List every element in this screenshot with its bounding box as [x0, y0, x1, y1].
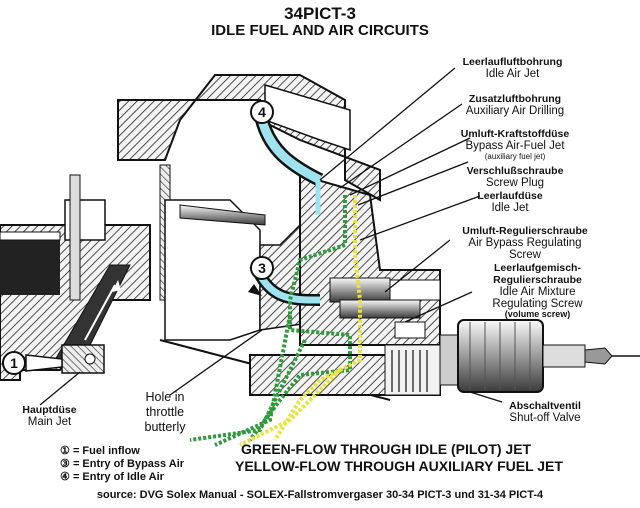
leader-lines	[39, 67, 503, 406]
idle-body	[249, 173, 441, 396]
label-main-jet-de: Hauptdüse	[22, 404, 77, 416]
label-mixture-screw-note: (volume screw)	[504, 309, 571, 319]
diagram-subtitle: IDLE FUEL AND AIR CIRCUITS	[211, 22, 429, 39]
label-throttle-hole: Hole in throttle butterly	[130, 390, 200, 435]
float-bowl	[0, 174, 151, 381]
legend: ① = Fuel inflow ③ = Entry of Bypass Air …	[60, 445, 240, 484]
marker-3-label: 3	[258, 260, 266, 276]
legend-num-4: ④	[60, 471, 70, 483]
label-bypass-fuel-note: (auxiliary fuel jet)	[484, 152, 546, 161]
label-mixture-screw: Leerlaufgemisch- Regulierschraube Idle A…	[465, 262, 610, 319]
label-screw-plug-de: Verschlußschraube	[466, 165, 564, 177]
label-cutoff-en: Shut-off Valve	[509, 412, 581, 424]
label-aux-air-de: Zusatzluftbohrung	[468, 93, 562, 105]
label-aux-air: Zusatzluftbohrung Auxiliary Air Drilling	[455, 93, 575, 117]
label-main-jet-en: Main Jet	[27, 416, 72, 428]
legend-text-1: = Fuel inflow	[72, 445, 140, 457]
green-flow	[189, 195, 352, 447]
label-idle-air-jet-de: Leerlaufluftbohrung	[462, 56, 563, 68]
marker-4	[250, 100, 274, 124]
label-idle-jet-de: Leerlaufdüse	[477, 190, 543, 202]
green-flow-caption: GREEN-FLOW THROUGH IDLE (PILOT) JET	[241, 441, 532, 457]
label-main-jet: Hauptdüse Main Jet	[12, 404, 87, 428]
label-throttle-hole-l3: butterly	[144, 420, 186, 434]
label-idle-jet-en: Idle Jet	[491, 202, 529, 214]
legend-text-4: = Entry of Idle Air	[72, 471, 164, 483]
label-bypass-screw: Umluft-Regulierschraube Air Bypass Regul…	[445, 225, 605, 261]
label-screw-plug-en: Screw Plug	[485, 177, 545, 189]
label-screw-plug: Verschlußschraube Screw Plug	[455, 165, 575, 189]
label-bypass-fuel-en: Bypass Air-Fuel Jet	[465, 140, 565, 152]
label-mixture-screw-en2: Regulating Screw	[492, 298, 583, 310]
marker-1	[2, 351, 63, 375]
label-bypass-fuel-de: Umluft-Kraftstoffdüse	[460, 128, 570, 140]
main-fuel-passage	[54, 264, 131, 374]
label-bypass-screw-de: Umluft-Regulierschraube	[462, 225, 588, 237]
label-mixture-screw-de1: Leerlaufgemisch-	[494, 262, 581, 274]
label-throttle-hole-l2: throttle	[145, 405, 185, 419]
legend-item-1: ① = Fuel inflow	[60, 445, 240, 458]
legend-item-4: ④ = Entry of Idle Air	[60, 471, 240, 484]
marker-4-label: 4	[258, 104, 266, 120]
label-mixture-screw-en1: Idle Air Mixture	[499, 286, 576, 298]
label-idle-air-jet: Leerlaufluftbohrung Idle Air Jet	[450, 56, 575, 80]
label-bypass-screw-en1: Air Bypass Regulating	[468, 237, 582, 249]
label-aux-air-en: Auxiliary Air Drilling	[465, 105, 565, 117]
label-throttle-hole-l1: Hole in	[145, 390, 185, 404]
shut-off-valve	[439, 319, 640, 393]
label-idle-jet: Leerlaufdüse Idle Jet	[470, 190, 550, 214]
label-mixture-screw-de2: Regulierschraube	[493, 274, 582, 286]
label-cutoff-de: Abschaltventil	[509, 400, 581, 412]
legend-num-3: ③	[60, 458, 70, 470]
label-bypass-fuel: Umluft-Kraftstoffdüse Bypass Air-Fuel Je…	[455, 128, 575, 161]
flow-captions: GREEN-FLOW THROUGH IDLE (PILOT) JET YELL…	[235, 441, 635, 475]
source-caption: source: DVG Solex Manual - SOLEX-Fallstr…	[96, 489, 544, 501]
marker-1-label: 1	[10, 355, 18, 371]
legend-item-3: ③ = Entry of Bypass Air	[60, 458, 240, 471]
legend-num-1: ①	[60, 445, 70, 457]
label-bypass-screw-en2: Screw	[509, 249, 541, 261]
marker-3	[250, 256, 274, 280]
yellow-flow	[239, 195, 362, 447]
diagram-title: 34PICT-3	[284, 4, 356, 23]
legend-text-3: = Entry of Bypass Air	[72, 458, 185, 470]
yellow-flow-caption: YELLOW-FLOW THROUGH AUXILIARY FUEL JET	[235, 458, 563, 474]
label-idle-air-jet-en: Idle Air Jet	[485, 68, 540, 80]
label-cutoff: Abschaltventil Shut-off Valve	[495, 400, 595, 424]
